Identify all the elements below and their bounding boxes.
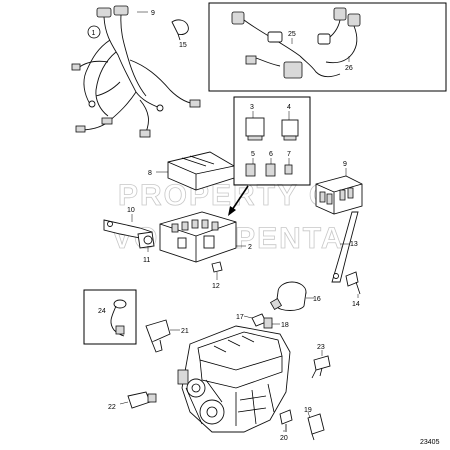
sensor-22: [127, 391, 157, 409]
watermark-line1: PROPERTY OF: [118, 179, 354, 212]
callout-19: 19: [304, 407, 312, 414]
callout-5: 5: [251, 151, 255, 158]
callout-3: 3: [250, 104, 254, 111]
fuse-box-cover: [167, 151, 235, 191]
callout-8: 8: [148, 170, 152, 177]
wiring-harness: [71, 5, 201, 138]
callout-17: 17: [236, 314, 244, 321]
callout-6: 6: [269, 151, 273, 158]
callout-10: 10: [127, 207, 135, 214]
callout-14: 14: [352, 301, 360, 308]
callout-1: 1: [92, 30, 96, 37]
callout-12: 12: [212, 283, 220, 290]
callout-2: 2: [248, 244, 252, 251]
figure-number: 23405: [420, 439, 440, 446]
callout-22: 22: [108, 404, 116, 411]
callout-25: 25: [288, 31, 296, 38]
callout-24: 24: [98, 308, 106, 315]
callout-9b: 9: [343, 161, 347, 168]
callout-4: 4: [287, 104, 291, 111]
callout-20: 20: [280, 435, 288, 442]
engine-block: [177, 325, 291, 433]
sensor-19-20: [279, 409, 325, 441]
relay-holder: [315, 175, 363, 295]
sensor-23: [311, 355, 331, 379]
callout-16: 16: [313, 296, 321, 303]
callout-13: 13: [350, 241, 358, 248]
relay-fuse-inset: [233, 96, 311, 186]
callout-26: 26: [345, 65, 353, 72]
sender-16: [269, 281, 307, 311]
callout-15: 15: [179, 42, 187, 49]
callout-9a: 9: [151, 10, 155, 17]
adapter-17-18: [243, 313, 280, 329]
clip-15: [171, 19, 189, 41]
cable-inset-box: [208, 2, 447, 92]
callout-11: 11: [143, 257, 150, 264]
sensor-21: [145, 319, 171, 353]
fuse-box: [103, 211, 237, 273]
callout-23: 23: [317, 344, 325, 351]
callout-21: 21: [181, 328, 189, 335]
callout-18: 18: [281, 322, 289, 329]
sensor-inset-24: [83, 289, 137, 345]
callout-7: 7: [287, 151, 291, 158]
